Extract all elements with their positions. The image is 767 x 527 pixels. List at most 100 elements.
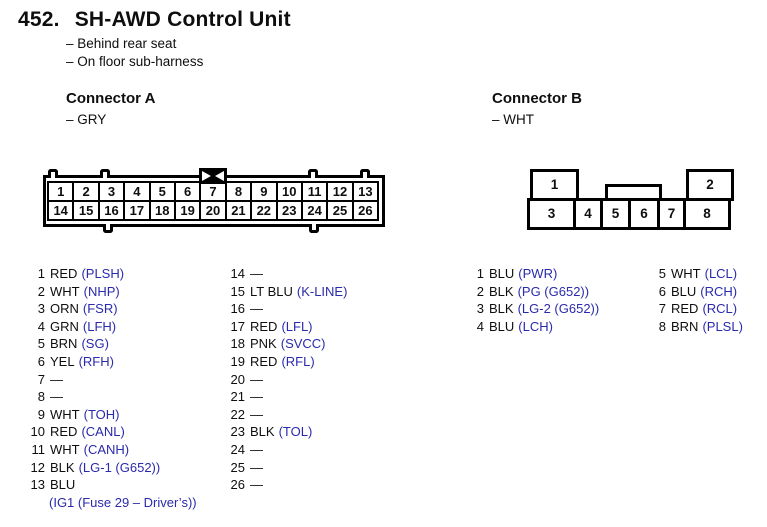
connector-b-color-note: – WHT [492,112,534,127]
wire-color: — [250,459,263,475]
pin-number: 18 [230,336,245,352]
pin-number: 22 [230,406,245,422]
pin-cell: 20 [199,200,227,221]
pin-number: 6 [658,283,666,299]
connector-b-heading: Connector B [492,90,582,107]
pin-number: 1 [476,266,484,281]
pin-number: 25 [230,459,245,475]
wire-color: — [50,389,63,405]
pin-number: 2 [37,283,45,299]
wire-color: BLK [489,301,514,317]
pin-row: 7— [29,371,197,389]
index-tab-icon [103,224,113,233]
pin-cell: 13 [351,181,380,202]
signal-name: (LG-1 (G652)) [78,459,161,475]
pin-number: 17 [230,318,245,334]
pin-cell: 9 [250,181,278,202]
pin-cell: 8 [224,181,253,202]
pin-row: 8— [29,388,197,406]
wire-color: RED [671,301,699,317]
pin-number: 4 [476,318,484,334]
wire-color: LT BLU [250,283,293,299]
pin-number: 9 [37,406,45,422]
signal-name: (LFL) [281,318,313,334]
wire-color: — [250,371,263,387]
pin-row: 10 RED(CANL) [29,423,197,441]
wire-color: GRN [50,318,79,334]
pin-cell: 16 [97,200,126,221]
pin-cell: 12 [326,181,354,202]
wire-color: PNK [250,336,277,352]
signal-name: (TOL) [278,424,313,440]
page-title: 452.SH-AWD Control Unit [18,8,291,32]
wire-color: — [250,477,263,493]
pin-cell: 21 [224,200,253,221]
signal-name: (CANL) [81,424,125,440]
wire-color: RED [50,424,78,440]
wire-color: — [250,266,263,281]
signal-name: (IG1 (Fuse 29 – Driver’s)) [49,494,197,510]
pin-number: 7 [37,371,45,387]
pin-cell: 25 [326,200,354,221]
wire-color: RED [250,353,278,369]
index-tab-icon [48,169,58,178]
wire-color: ORN [50,301,79,317]
wire-color: RED [50,266,78,281]
pin-cell: 14 [47,200,75,221]
pin-number: 20 [230,371,245,387]
pin-cell: 5 [600,198,631,230]
pin-cell: 3 [97,181,126,202]
pin-number: 19 [230,353,245,369]
connector-a-color-note: – GRY [66,112,107,127]
pin-number: 8 [658,318,666,334]
wire-color: BLU [489,266,515,281]
pin-number: 3 [476,301,484,317]
wire-color: BLU [671,283,697,299]
pin-cell: 1 [47,181,75,202]
pin-cell: 24 [300,200,329,221]
wire-color: RED [250,318,278,334]
pin-row: 24 — [225,441,347,459]
wire-color: — [250,441,263,457]
location-note-1: – Behind rear seat [66,36,177,51]
signal-name: (FSR) [82,301,118,317]
pin-number: 5 [37,336,45,352]
pin-number: 13 [30,477,45,493]
pin-number: 4 [37,318,45,334]
pin-row: 20 — [225,371,347,389]
pin-number: 8 [37,389,45,405]
pin-cell: 22 [250,200,278,221]
pin-number: 24 [230,441,245,457]
wire-color: WHT [50,283,80,299]
pin-number: 10 [30,424,45,440]
wire-color: BLK [50,459,75,475]
pin-row: 22 — [225,406,347,424]
pin-row: 4 GRN(LFH) [29,318,197,336]
wire-color: BLU [50,477,76,493]
pin-row: 26— [225,476,347,494]
index-tab-icon [360,169,370,178]
wire-color: YEL [50,353,75,369]
pin-row: 16— [225,300,347,318]
pin-number: 7 [658,301,666,317]
wire-color: WHT [671,266,701,281]
signal-name: (LFH) [82,318,117,334]
wire-color: WHT [50,406,80,422]
pin-row: 17 RED(LFL) [225,318,347,336]
wire-color: — [250,406,263,422]
